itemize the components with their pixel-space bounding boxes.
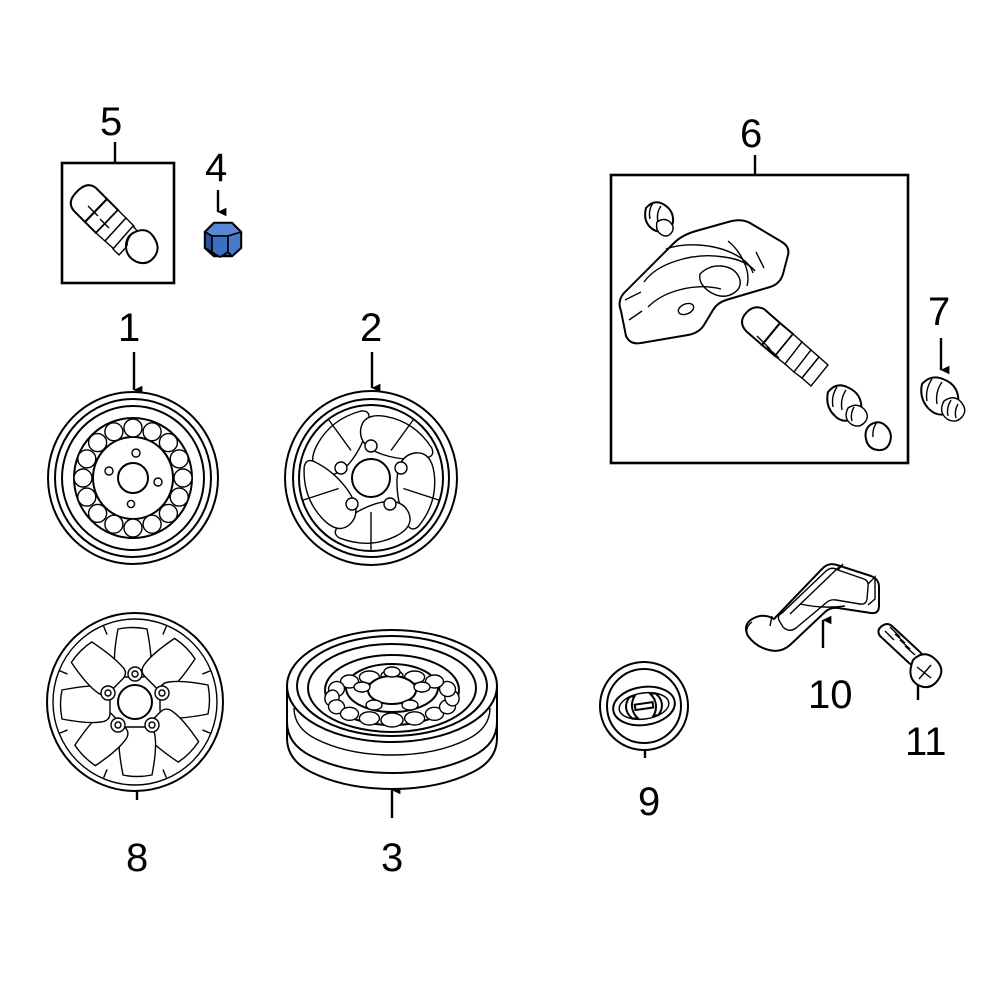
part-8-wheel-cover-group[interactable] <box>46 612 224 800</box>
mounting-screw-icon <box>877 623 943 689</box>
valve-stem-icon <box>69 184 159 265</box>
callout-number-10[interactable]: 10 <box>808 673 853 717</box>
tpms-sensor-body-icon <box>618 219 790 345</box>
lug-nut-cap-icon <box>203 221 243 258</box>
grommet-nut-icon <box>920 376 966 422</box>
callout-number-11[interactable]: 11 <box>905 720 947 764</box>
balance-weight-bracket-icon <box>745 563 880 652</box>
part-10-balance-bracket-group[interactable] <box>745 563 880 652</box>
center-cap-icon <box>599 661 689 751</box>
callout-number-8[interactable]: 8 <box>126 836 149 880</box>
callout-number-6[interactable]: 6 <box>740 112 763 156</box>
callout-number-3[interactable]: 3 <box>381 836 404 880</box>
part-6-tpms-sensor-group[interactable] <box>609 155 910 465</box>
part-4-lug-nut-cap-group[interactable] <box>203 190 243 258</box>
steel-wheel-front-icon <box>47 391 219 565</box>
part-2-alloy-wheel-group[interactable] <box>284 352 458 567</box>
part-11-screw-group[interactable] <box>877 623 943 700</box>
part-1-steel-wheel-group[interactable] <box>47 352 219 565</box>
part-3-steel-wheel-perspective-group[interactable] <box>286 629 498 818</box>
callout-number-2[interactable]: 2 <box>360 306 383 350</box>
alloy-wheel-icon <box>284 390 458 566</box>
tpms-small-nut-icon <box>644 201 675 237</box>
wheel-cover-icon <box>46 612 224 792</box>
tpms-valve-cap-icon <box>864 421 892 452</box>
callout-number-7[interactable]: 7 <box>928 290 951 334</box>
part-5-valve-stem-group[interactable] <box>60 142 176 285</box>
callout-number-1[interactable]: 1 <box>118 306 141 350</box>
part-7-grommet-nut-group[interactable] <box>920 338 966 422</box>
callout-number-5[interactable]: 5 <box>100 100 123 144</box>
tpms-valve-stem-icon <box>741 306 829 388</box>
part-9-center-cap-group[interactable] <box>599 661 689 758</box>
tpms-grommet-nut-icon <box>826 384 868 427</box>
callout-number-9[interactable]: 9 <box>638 780 661 824</box>
callout-number-4[interactable]: 4 <box>205 146 228 190</box>
steel-wheel-perspective-icon <box>286 629 498 791</box>
